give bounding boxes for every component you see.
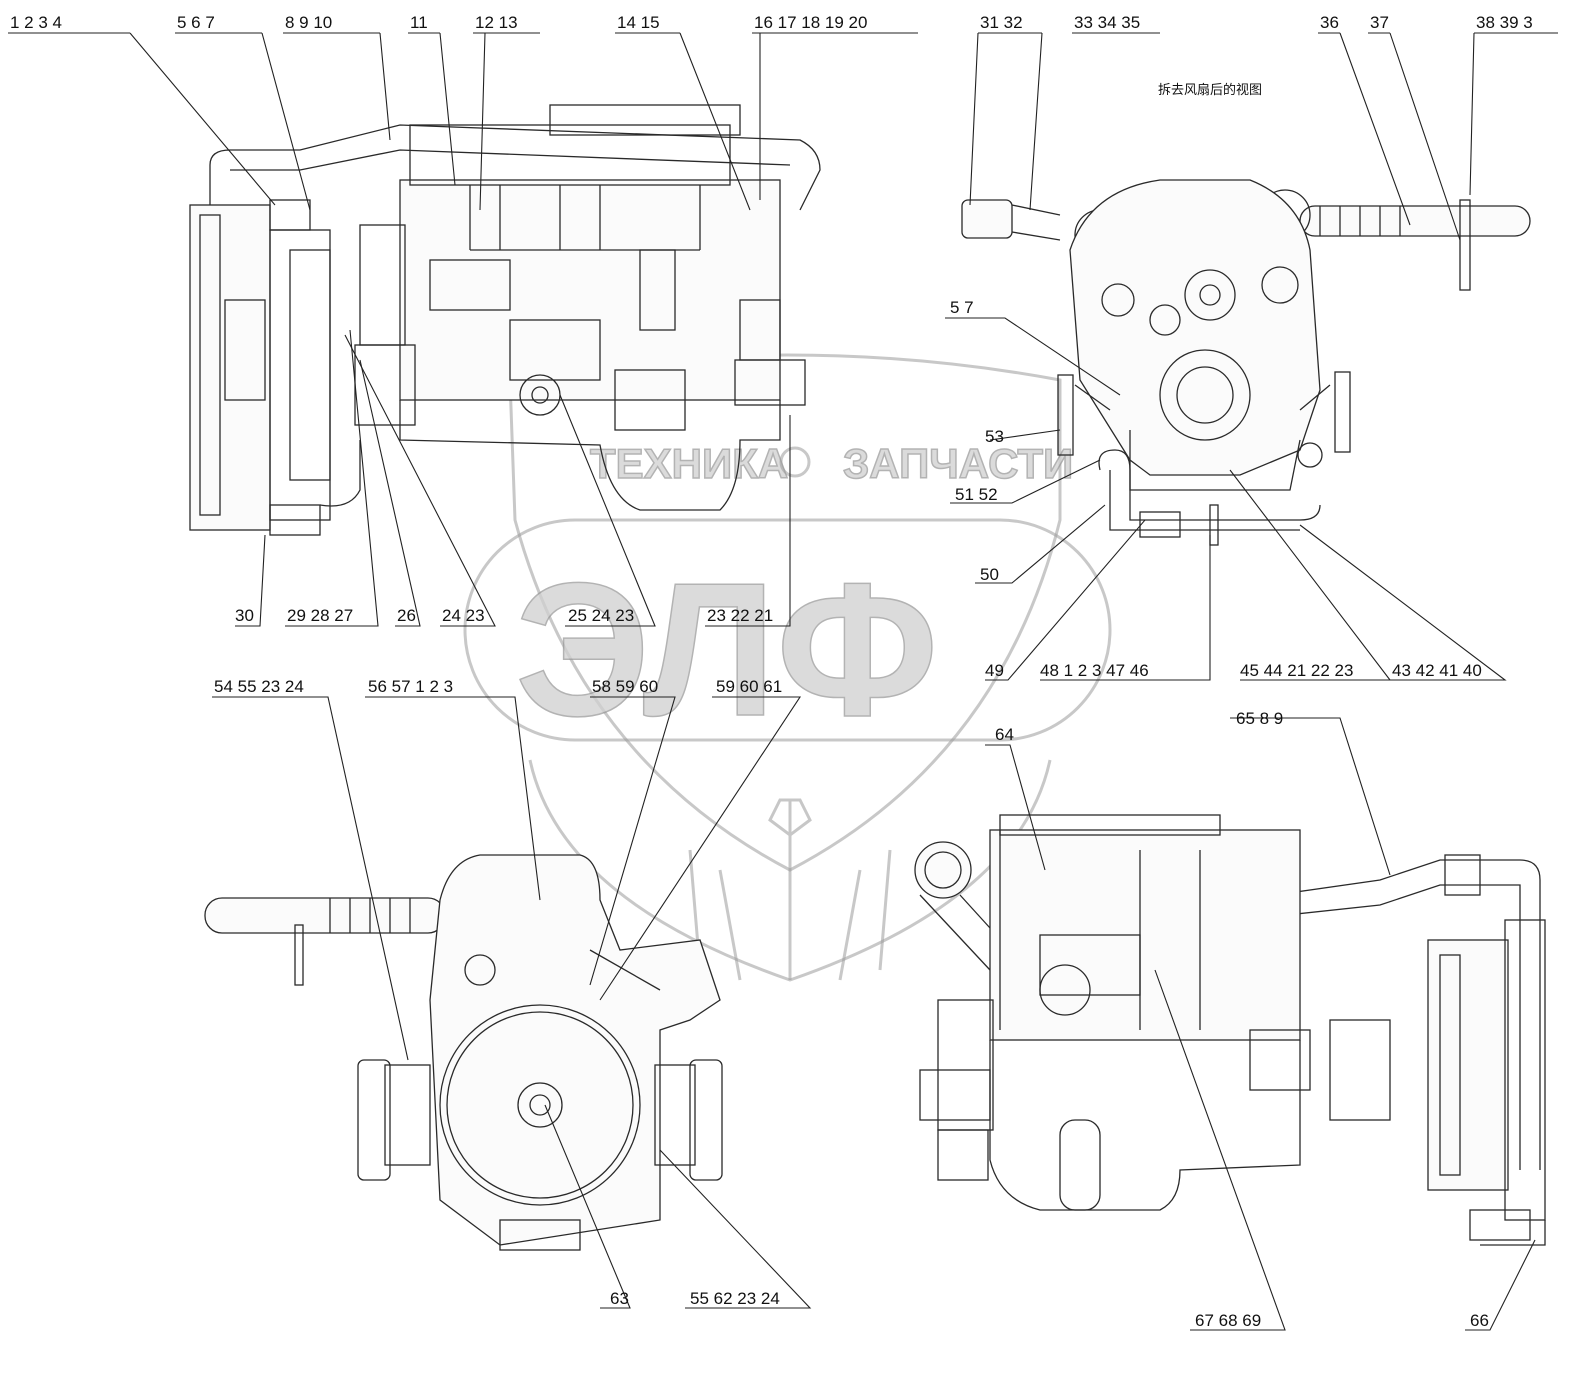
- gear-icon: [779, 446, 811, 478]
- callout-25-24-23: 25 24 23: [568, 606, 634, 625]
- watermark-logo-text: ЭЛФ: [515, 544, 938, 756]
- callout-53: 53: [985, 427, 1004, 446]
- callout-29-27: 29 28 27: [287, 606, 353, 625]
- callout-49: 49: [985, 661, 1004, 680]
- callout-31-32: 31 32: [980, 13, 1023, 32]
- callout-43-40: 43 42 41 40: [1392, 661, 1482, 680]
- callout-56-3: 56 57 1 2 3: [368, 677, 453, 696]
- callout-30: 30: [235, 606, 254, 625]
- view-note: 拆去风扇后的视图: [1158, 82, 1262, 98]
- callout-5-7: 5 6 7: [177, 13, 215, 32]
- callout-48-46: 48 1 2 3 47 46: [1040, 661, 1149, 680]
- callout-23-22-21: 23 22 21: [707, 606, 773, 625]
- callout-55-24: 55 62 23 24: [690, 1289, 780, 1308]
- leader-lines: [8, 32, 1558, 1331]
- callout-63: 63: [610, 1289, 629, 1308]
- callout-1-4: 1 2 3 4: [10, 13, 62, 32]
- callout-66: 66: [1470, 1311, 1489, 1330]
- watermark-word-tekhnika: ТЕХНИКА: [590, 440, 788, 487]
- callout-45-23: 45 44 21 22 23: [1240, 661, 1353, 680]
- rear-view-left: [204, 854, 723, 1251]
- watermark-word-zapchasti: ЗАПЧАСТИ: [843, 440, 1073, 487]
- callout-59-61: 59 60 61: [716, 677, 782, 696]
- callout-11: 11: [410, 13, 428, 32]
- callout-8-10: 8 9 10: [285, 13, 332, 32]
- callout-24-23: 24 23: [442, 606, 485, 625]
- watermark: ТЕХНИКА ЗАПЧАСТИ ЭЛФ: [463, 353, 1112, 982]
- callout-16-20: 16 17 18 19 20: [754, 13, 867, 32]
- callout-67-69: 67 68 69: [1195, 1311, 1261, 1330]
- callout-65-9: 65 8 9: [1236, 709, 1283, 728]
- callout-38-39-3: 38 39 3: [1476, 13, 1533, 32]
- callout-5-7-front: 5 7: [950, 298, 974, 317]
- callout-12-13: 12 13: [475, 13, 518, 32]
- callout-14-15: 14 15: [617, 13, 660, 32]
- callout-33-35: 33 34 35: [1074, 13, 1140, 32]
- front-view-right: 拆去风扇后的视图: [961, 82, 1531, 546]
- side-view-right: [914, 814, 1546, 1246]
- callout-64: 64: [995, 725, 1014, 744]
- callout-54-24: 54 55 23 24: [214, 677, 304, 696]
- callout-58-60: 58 59 60: [592, 677, 658, 696]
- side-view-left: [189, 104, 821, 536]
- callout-labels: 1 2 3 4 5 6 7 8 9 10 11 12 13 14 15 16 1…: [10, 13, 1533, 1330]
- wheat-icon: [688, 798, 892, 981]
- callout-36: 36: [1320, 13, 1339, 32]
- callout-51-52: 51 52: [955, 485, 998, 504]
- callout-37: 37: [1370, 13, 1389, 32]
- watermark-oval: [463, 518, 1112, 742]
- callout-26: 26: [397, 606, 416, 625]
- callout-50: 50: [980, 565, 999, 584]
